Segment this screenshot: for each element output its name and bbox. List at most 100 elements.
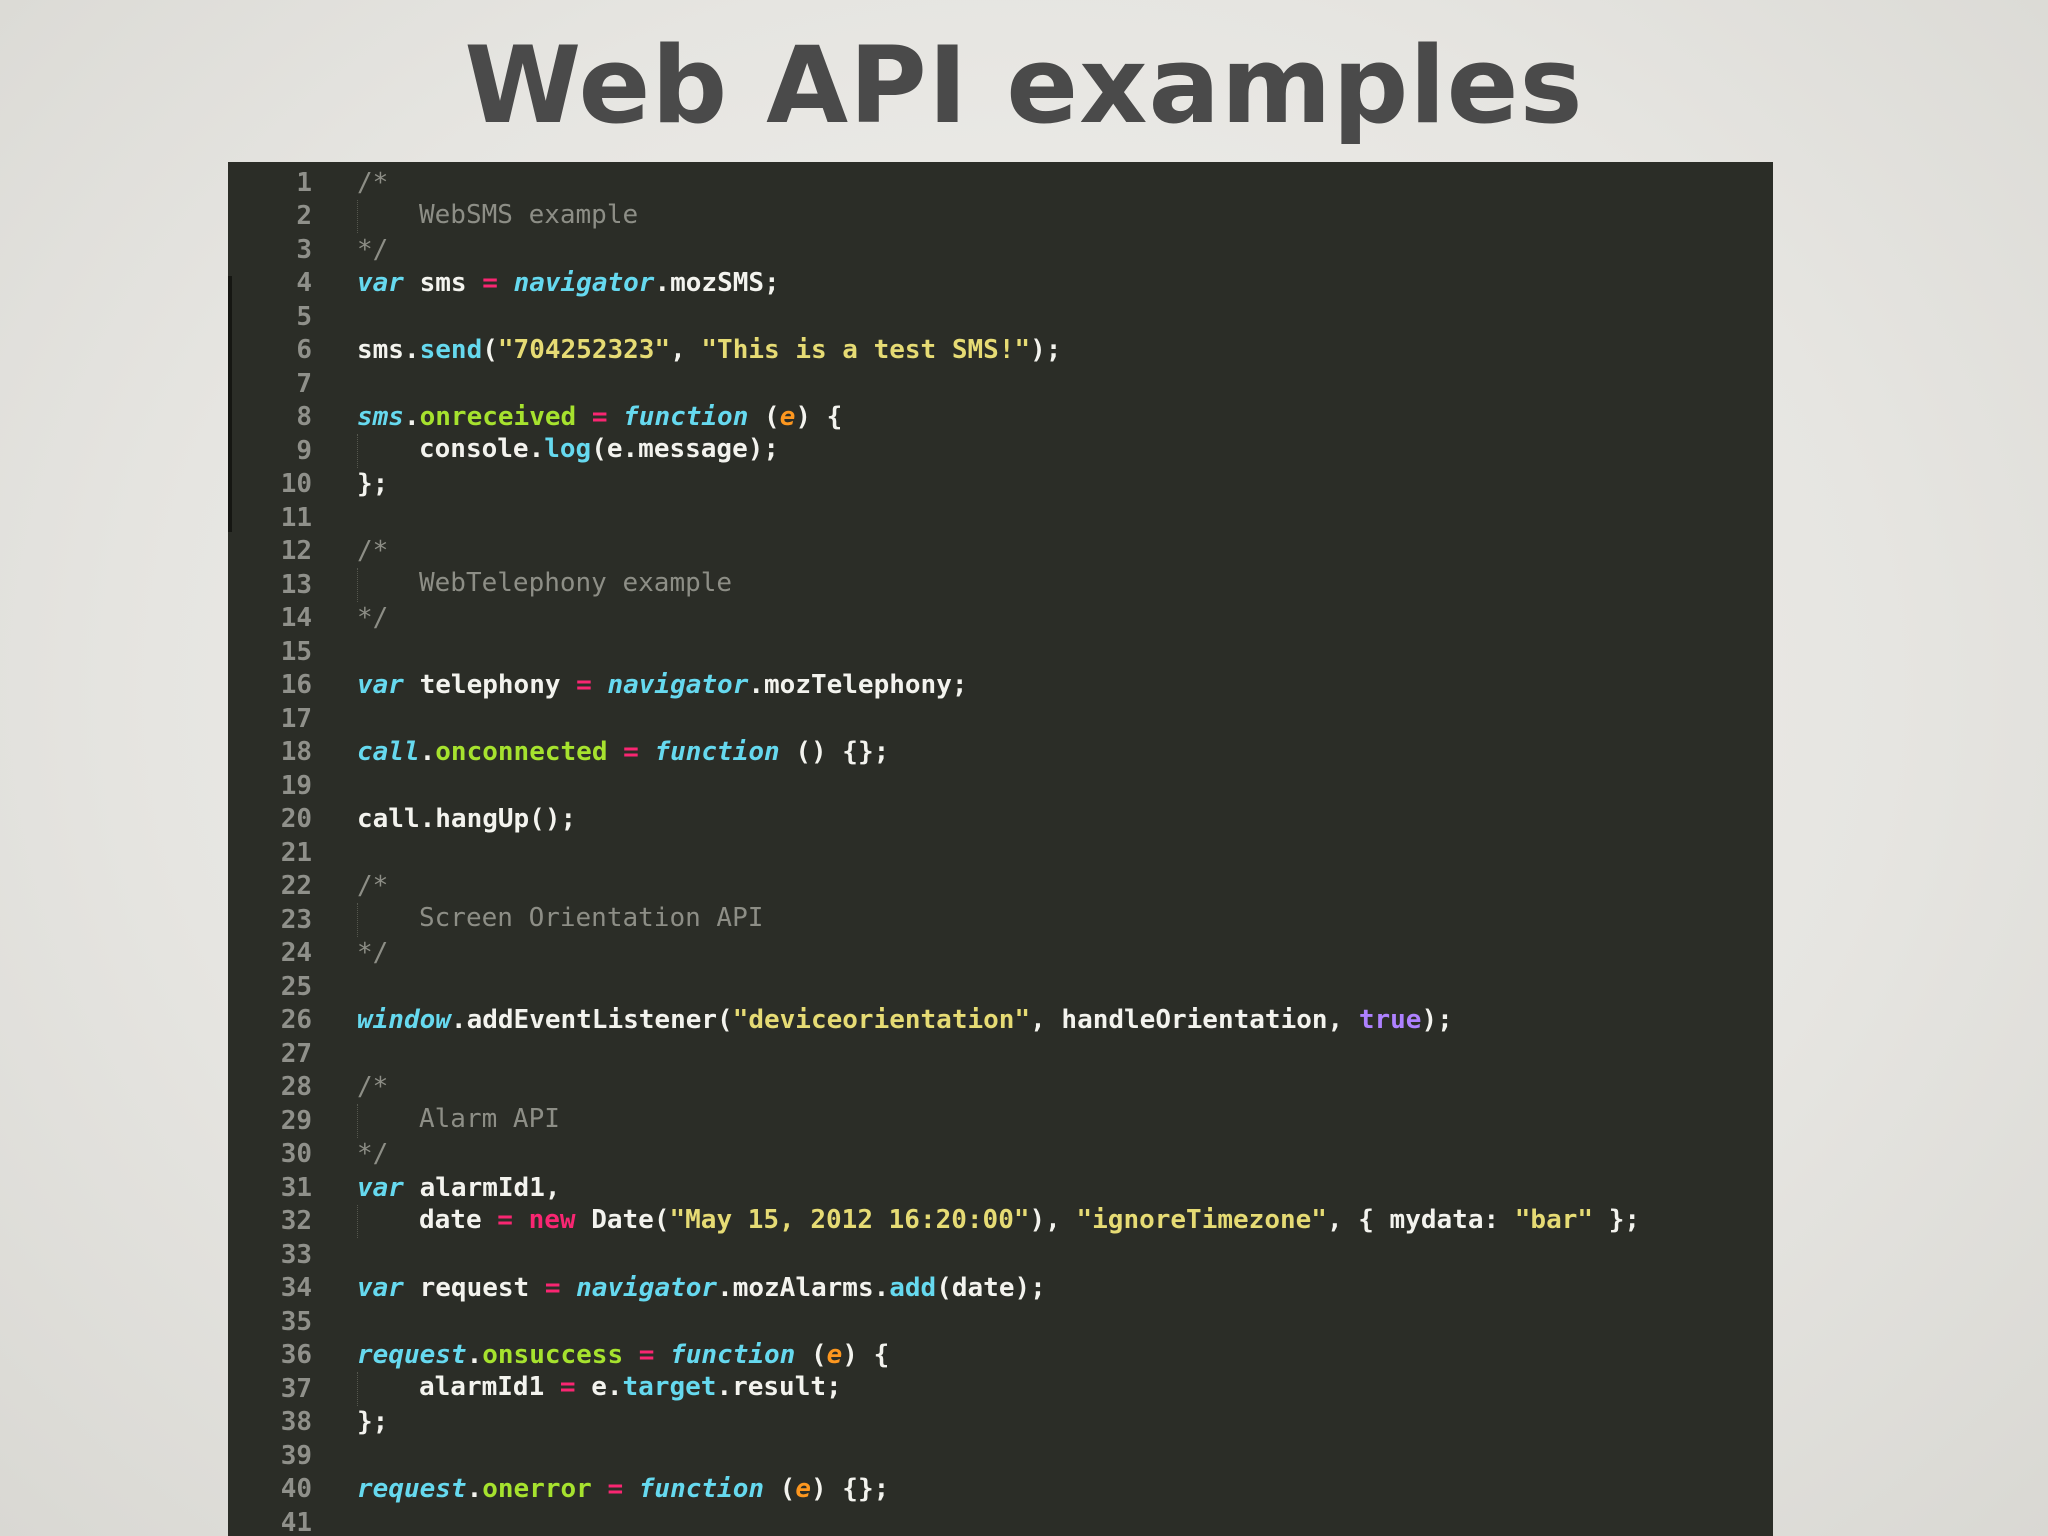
token-plain: ) {: [842, 1340, 890, 1371]
code-line: 39: [228, 1439, 1773, 1473]
token-prop: onconnected: [435, 737, 608, 768]
token-plain: );: [1421, 1005, 1453, 1036]
code-line: 12 /*: [228, 535, 1773, 569]
slide-title: Web API examples: [464, 24, 1584, 147]
token-method: add: [889, 1273, 937, 1304]
line-source: date = new Date("May 15, 2012 16:20:00")…: [357, 1204, 1641, 1238]
indent-guide: [357, 1104, 419, 1138]
token-plain: .mozTelephony;: [748, 670, 968, 701]
code-line: 33: [228, 1238, 1773, 1272]
token-comment: Screen Orientation API: [419, 903, 764, 933]
line-source: request.onerror = function (e) {};: [357, 1474, 889, 1504]
token-object: navigator: [513, 268, 655, 299]
token-plain: .mozSMS;: [654, 268, 780, 299]
line-number: 12: [280, 536, 312, 567]
token-plain: [592, 670, 608, 700]
token-object: navigator: [607, 670, 749, 701]
token-op: =: [638, 1340, 655, 1371]
token-comment: /*: [357, 536, 389, 567]
token-plain: ) {};: [810, 1474, 890, 1505]
token-op: =: [482, 268, 498, 299]
code-line: 28/*: [228, 1071, 1773, 1105]
token-plain: .: [419, 737, 436, 768]
line-source: alarmId1 = e.target.result;: [357, 1372, 842, 1406]
token-plain: , handleOrientation,: [1030, 1005, 1359, 1036]
token-plain: request: [403, 1273, 545, 1304]
token-object: navigator: [576, 1273, 718, 1304]
token-plain: };: [1593, 1204, 1641, 1235]
line-number: 29: [280, 1105, 312, 1136]
line-number: 18: [280, 737, 312, 768]
code-line: 25: [228, 970, 1773, 1004]
code-line: 27: [228, 1037, 1773, 1071]
code-line: 29 Alarm API: [228, 1104, 1773, 1138]
line-source: /*: [357, 1072, 388, 1102]
token-prop: onsuccess: [482, 1340, 624, 1371]
line-source: var request = navigator.mozAlarms.add(da…: [357, 1273, 1046, 1303]
token-comment: WebSMS example: [419, 199, 639, 230]
line-number: 24: [280, 938, 312, 969]
line-number: 20: [280, 804, 312, 835]
token-param: e: [795, 1474, 811, 1505]
code-line: 37 alarmId1 = e.target.result;: [228, 1372, 1773, 1406]
line-number: 7: [296, 368, 312, 399]
indent-guide: [357, 1372, 419, 1406]
line-number: 37: [280, 1373, 312, 1404]
token-string: "704252323": [497, 335, 671, 366]
token-comment: */: [357, 234, 389, 265]
token-keyword: var: [357, 1273, 404, 1304]
code-line: 35: [228, 1305, 1773, 1339]
token-plain: sms: [403, 268, 483, 299]
token-plain: );: [1030, 335, 1062, 366]
line-number: 9: [296, 435, 312, 466]
line-number: 1: [296, 167, 312, 198]
line-source: */: [357, 235, 388, 265]
indent-guide: [357, 903, 419, 937]
token-method: send: [419, 335, 483, 366]
code-line: 21: [228, 836, 1773, 870]
token-plain: .: [466, 1474, 483, 1505]
line-number: 10: [280, 469, 312, 500]
token-func: function: [623, 402, 749, 433]
line-source: */: [357, 938, 388, 968]
token-plain: (: [764, 1474, 796, 1505]
indent-guide: [357, 434, 419, 468]
line-source: call.hangUp();: [357, 804, 576, 834]
code-line: 7: [228, 367, 1773, 401]
token-plain: };: [357, 1407, 389, 1438]
token-plain: [654, 1340, 670, 1370]
token-op: =: [623, 737, 639, 768]
token-comment: /*: [357, 1072, 389, 1103]
token-object: window: [357, 1005, 451, 1036]
token-func: function: [670, 1340, 796, 1371]
line-source: /*: [357, 536, 388, 566]
token-plain: };: [357, 469, 389, 500]
line-source: sms.onreceived = function (e) {: [357, 402, 842, 432]
token-plain: alarmId1,: [403, 1172, 561, 1203]
token-plain: date: [419, 1204, 498, 1235]
token-object: sms: [357, 402, 404, 433]
token-plain: [607, 402, 623, 432]
line-source: sms.send("704252323", "This is a test SM…: [357, 335, 1061, 365]
line-source: };: [357, 1407, 388, 1437]
line-source: WebTelephony example: [357, 568, 732, 602]
line-number: 13: [280, 569, 312, 600]
token-plain: console.: [419, 434, 545, 464]
line-number: 21: [280, 837, 312, 868]
token-plain: .result;: [716, 1372, 842, 1402]
code-line: 22/*: [228, 870, 1773, 904]
token-plain: () {};: [779, 737, 890, 768]
token-plain: telephony: [403, 670, 577, 701]
token-comment: Alarm API: [419, 1104, 560, 1134]
token-plain: ) {: [795, 402, 843, 433]
line-number: 35: [280, 1306, 312, 1337]
line-number: 30: [280, 1139, 312, 1170]
token-plain: call.hangUp();: [357, 804, 577, 835]
code-line: 3*/: [228, 233, 1773, 267]
